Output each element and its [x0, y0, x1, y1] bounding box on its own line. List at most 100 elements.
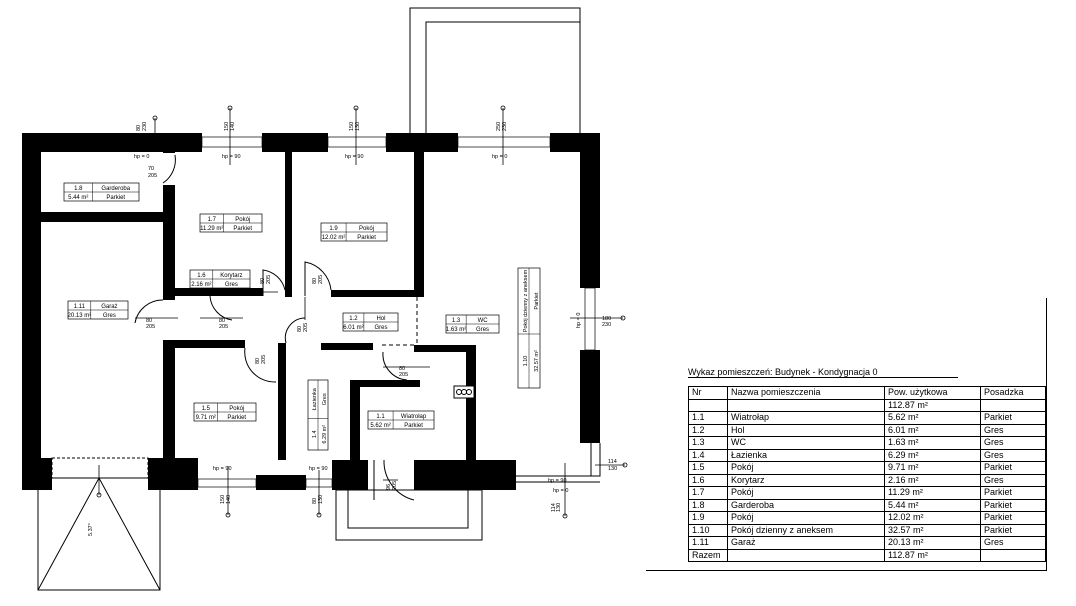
cell-area: 11.29 m² — [884, 486, 981, 500]
header-name: Nazwa pomieszczenia — [727, 386, 885, 400]
dimension-label: 80 — [255, 358, 261, 364]
room-nr: 1.8 — [74, 186, 83, 192]
dimension-label: 205 — [146, 324, 155, 330]
room-area: 32.57 m² — [534, 350, 540, 372]
room-name: Pokój — [229, 406, 244, 412]
cell-name: Korytarz — [727, 473, 885, 487]
cell-area: 9.71 m² — [884, 461, 981, 475]
cell-name: Wiatrołap — [727, 411, 885, 425]
cell-nr: 1.3 — [688, 436, 728, 450]
cell-floor: Parkiet — [980, 411, 1046, 425]
subtotal-area: 112.87 m² — [884, 398, 981, 412]
cell-floor: Parkiet — [980, 523, 1046, 537]
dimension-label: 205 — [266, 275, 272, 284]
dimension-label: hp = 90 — [222, 154, 241, 160]
room-nr: 1.7 — [208, 217, 217, 223]
cell-nr: 1.4 — [688, 448, 728, 462]
dimension-label: 130 — [318, 495, 324, 504]
room-area: 20.13 m² — [68, 313, 92, 319]
dimension-label: hp = 90 — [548, 478, 567, 484]
room-area: 11.29 m² — [200, 226, 223, 232]
dimension-label: 114 — [608, 459, 617, 465]
room-floor: Parkiet — [233, 226, 252, 232]
cell-floor: Parkiet — [980, 486, 1046, 500]
cell-nr: 1.8 — [688, 498, 728, 512]
room-schedule: Wykaz pomieszczeń: Budynek - Kondygnacja… — [646, 298, 1066, 573]
dimension-label: 130 — [608, 466, 617, 472]
room-name: Korytarz — [220, 273, 242, 279]
room-floor: Parkiet — [106, 195, 125, 201]
room-name: Hol — [376, 316, 385, 322]
dimension-label: 205 — [303, 323, 309, 332]
room-table: Nr Nazwa pomieszczenia Pow. użytkowa Pos… — [688, 386, 1046, 562]
outlines — [37, 7, 601, 591]
opening-markers — [96, 105, 628, 519]
room-name: WC — [478, 318, 489, 324]
room-name: Wiatrołap — [401, 414, 427, 420]
kitchen-stove — [453, 385, 475, 399]
room-area: 5.44 m² — [68, 195, 88, 201]
dimension-label: 150 — [224, 122, 230, 131]
room-area: 9.71 m² — [196, 415, 216, 421]
cell-area: 5.62 m² — [884, 411, 981, 425]
room-name: Łazienka — [312, 387, 318, 410]
dimension-label: 250 — [496, 122, 502, 131]
dimension-label: 205 — [399, 372, 408, 378]
cell-area: 1.63 m² — [884, 436, 981, 450]
header-area: Pow. użytkowa — [884, 386, 981, 400]
cell-name: Hol — [727, 423, 885, 437]
room-name: Garderoba — [101, 186, 130, 192]
room-floor: Gres — [225, 282, 238, 288]
room-name: Pokój — [235, 217, 250, 223]
dimension-label: 80 — [146, 318, 152, 324]
subtotal-floor — [980, 398, 1046, 412]
dimension-label: 205 — [392, 481, 398, 490]
cell-floor: Gres — [980, 448, 1046, 462]
cell-name: Pokój — [727, 486, 885, 500]
dimension-label: hp = 0 — [134, 154, 149, 160]
schedule-title: Wykaz pomieszczeń: Budynek - Kondygnacja… — [688, 367, 958, 378]
room-area: 6.01 m² — [343, 325, 363, 331]
room-floor: Parkiet — [227, 415, 246, 421]
dimension-label: hp = 0 — [576, 313, 582, 328]
dimension-label: 114 — [551, 503, 557, 512]
dimension-label: 130 — [355, 122, 361, 131]
dimension-label: hp = 0 — [553, 488, 568, 494]
total-floor — [980, 548, 1046, 562]
cell-name: Garderoba — [727, 498, 885, 512]
cell-nr: 1.1 — [688, 411, 728, 425]
dimension-label: 80 — [399, 366, 405, 372]
room-floor: Parkiet — [534, 292, 540, 310]
subtotal-row: 112.87 m² — [688, 398, 1046, 412]
room-nr: 1.6 — [197, 273, 206, 279]
cell-name: Łazienka — [727, 448, 885, 462]
dimension-label: 80 — [136, 125, 142, 131]
cell-area: 6.01 m² — [884, 423, 981, 437]
cell-floor: Parkiet — [980, 498, 1046, 512]
dimension-label: 70 — [148, 166, 154, 172]
subtotal-name — [727, 398, 885, 412]
dimension-label: 80 — [219, 318, 225, 324]
room-name: Pokój dzienny z aneksem — [523, 269, 529, 332]
dimension-label: 150 — [220, 495, 226, 504]
cell-floor: Parkiet — [980, 511, 1046, 525]
dimension-label: 130 — [556, 503, 562, 512]
dimension-label: hp = 90 — [309, 466, 328, 472]
cell-nr: 1.10 — [688, 523, 728, 537]
header-floor: Posadzka — [980, 386, 1046, 400]
